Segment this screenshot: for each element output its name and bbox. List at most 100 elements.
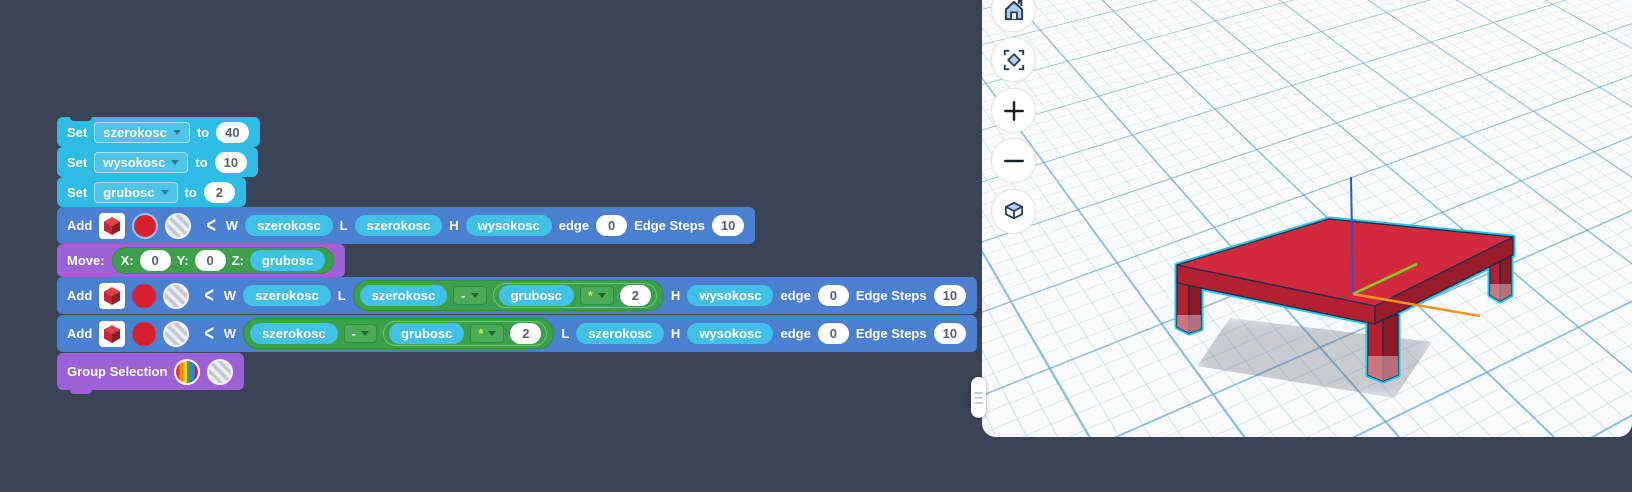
value-input[interactable]: 2 <box>510 323 542 344</box>
value-input[interactable]: 40 <box>216 121 249 143</box>
table-legs <box>1176 249 1512 382</box>
dropdown-caret-icon <box>172 129 181 135</box>
zoom-in-button[interactable] <box>991 88 1036 133</box>
variable-value[interactable]: szerokosc <box>245 215 333 236</box>
axis-indicator <box>1350 176 1481 318</box>
math-expression-block[interactable]: grubosc * 2 <box>492 283 657 308</box>
material-picker[interactable] <box>163 320 190 347</box>
set-keyword: Set <box>67 124 88 140</box>
y-input[interactable]: 0 <box>194 250 226 271</box>
move-block[interactable]: Move: X: 0 Y: 0 Z: grubosc <box>57 244 346 277</box>
edge-steps-input[interactable]: 10 <box>933 285 967 306</box>
variable-value[interactable]: szerokosc <box>354 215 443 236</box>
edge-steps-input[interactable]: 10 <box>711 215 745 236</box>
value-input[interactable]: 2 <box>203 181 235 203</box>
edge-steps-input[interactable]: 10 <box>933 323 967 344</box>
edge-steps-label: Edge Steps <box>855 326 927 341</box>
operator-dropdown[interactable]: - <box>453 286 487 305</box>
box-shape-icon <box>104 216 121 235</box>
group-selection-block[interactable]: Group Selection <box>57 353 245 390</box>
box-shape-icon <box>104 324 121 343</box>
add-shape-block[interactable]: Add < W szerokosc L szerokosc - grubosc … <box>57 277 978 314</box>
group-keyword: Group Selection <box>67 364 168 379</box>
collapse-icon[interactable]: < <box>206 212 217 238</box>
add-shape-block[interactable]: Add < W szerokosc - grubosc * <box>57 315 978 352</box>
edge-steps-label: Edge Steps <box>634 218 705 233</box>
fit-view-button[interactable] <box>991 37 1036 82</box>
variable-value[interactable]: grubosc <box>389 323 465 344</box>
material-picker[interactable] <box>207 358 234 385</box>
variable-dropdown[interactable]: wysokosc <box>94 151 189 173</box>
color-picker[interactable] <box>132 212 159 239</box>
operator-dropdown[interactable]: * <box>470 324 505 343</box>
z-label: Z: <box>231 253 244 268</box>
math-expression-block[interactable]: szerokosc - grubosc * 2 <box>243 318 555 349</box>
set-variable-block[interactable]: Set grubosc to 2 <box>57 177 246 207</box>
operator-dropdown[interactable]: * <box>579 286 614 305</box>
variable-dropdown[interactable]: szerokosc <box>94 121 190 143</box>
x-label: X: <box>120 253 134 268</box>
move-keyword: Move: <box>67 253 105 268</box>
edge-input[interactable]: 0 <box>817 285 849 306</box>
3d-viewport[interactable] <box>982 0 1632 437</box>
edge-input[interactable]: 0 <box>817 323 849 344</box>
set-variable-block[interactable]: Set szerokosc to 40 <box>57 117 260 147</box>
zoom-out-icon <box>1003 159 1024 162</box>
value-input[interactable]: 2 <box>619 285 651 306</box>
dropdown-caret-icon <box>470 293 479 298</box>
zoom-out-button[interactable] <box>991 138 1036 183</box>
add-keyword: Add <box>67 218 93 233</box>
add-shape-block[interactable]: Add < W szerokosc L szerokosc H wysokosc… <box>57 207 756 244</box>
dropdown-caret-icon <box>160 189 169 195</box>
math-expression-block[interactable]: szerokosc - grubosc * 2 <box>352 280 664 311</box>
variable-value[interactable]: szerokosc <box>359 285 448 306</box>
math-expression-block[interactable]: grubosc * 2 <box>383 321 548 346</box>
leg-reflection <box>1177 284 1511 381</box>
x-input[interactable]: 0 <box>139 250 171 271</box>
variable-value[interactable]: szerokosc <box>250 323 338 344</box>
color-picker[interactable] <box>132 321 157 346</box>
variable-value[interactable]: grubosc <box>249 250 326 271</box>
h-label: H <box>670 326 681 341</box>
variable-value[interactable]: szerokosc <box>243 285 331 306</box>
vector-block[interactable]: X: 0 Y: 0 Z: grubosc <box>111 247 335 274</box>
variable-value[interactable]: wysokosc <box>687 323 774 344</box>
variable-dropdown[interactable]: grubosc <box>94 181 178 203</box>
perspective-toggle-button[interactable] <box>991 189 1036 234</box>
set-keyword: Set <box>67 154 88 170</box>
to-label: to <box>195 154 208 170</box>
value-input[interactable]: 10 <box>214 151 248 173</box>
material-picker[interactable] <box>165 212 192 239</box>
shape-picker[interactable] <box>99 320 126 347</box>
variable-value[interactable]: wysokosc <box>465 215 552 236</box>
set-variable-block[interactable]: Set wysokosc to 10 <box>57 147 259 177</box>
table-model[interactable] <box>982 0 1632 437</box>
variable-name: szerokosc <box>103 124 167 140</box>
variable-value[interactable]: wysokosc <box>687 285 774 306</box>
fit-view-icon <box>1003 49 1024 70</box>
add-keyword: Add <box>67 326 93 341</box>
dropdown-caret-icon <box>597 293 606 298</box>
to-label: to <box>196 124 210 140</box>
variable-value[interactable]: szerokosc <box>576 323 664 344</box>
box-shape-icon <box>104 286 121 305</box>
operator-dropdown[interactable]: - <box>343 324 378 343</box>
color-picker[interactable] <box>132 283 157 308</box>
variable-name: grubosc <box>103 184 155 200</box>
home-icon <box>1004 0 1023 20</box>
panel-resize-handle[interactable] <box>971 377 986 418</box>
variable-name: wysokosc <box>103 154 166 170</box>
shape-picker[interactable] <box>99 212 126 239</box>
l-label: L <box>561 326 570 341</box>
collapse-icon[interactable]: < <box>204 282 215 308</box>
shape-picker[interactable] <box>99 282 126 309</box>
material-picker[interactable] <box>163 282 190 309</box>
collapse-icon[interactable]: < <box>204 320 215 346</box>
edge-input[interactable]: 0 <box>596 215 628 236</box>
dropdown-caret-icon <box>488 331 497 336</box>
multicolor-picker[interactable] <box>174 358 201 385</box>
w-label: W <box>225 218 239 233</box>
variable-value[interactable]: grubosc <box>498 285 574 306</box>
block-stack-notch <box>70 117 92 121</box>
